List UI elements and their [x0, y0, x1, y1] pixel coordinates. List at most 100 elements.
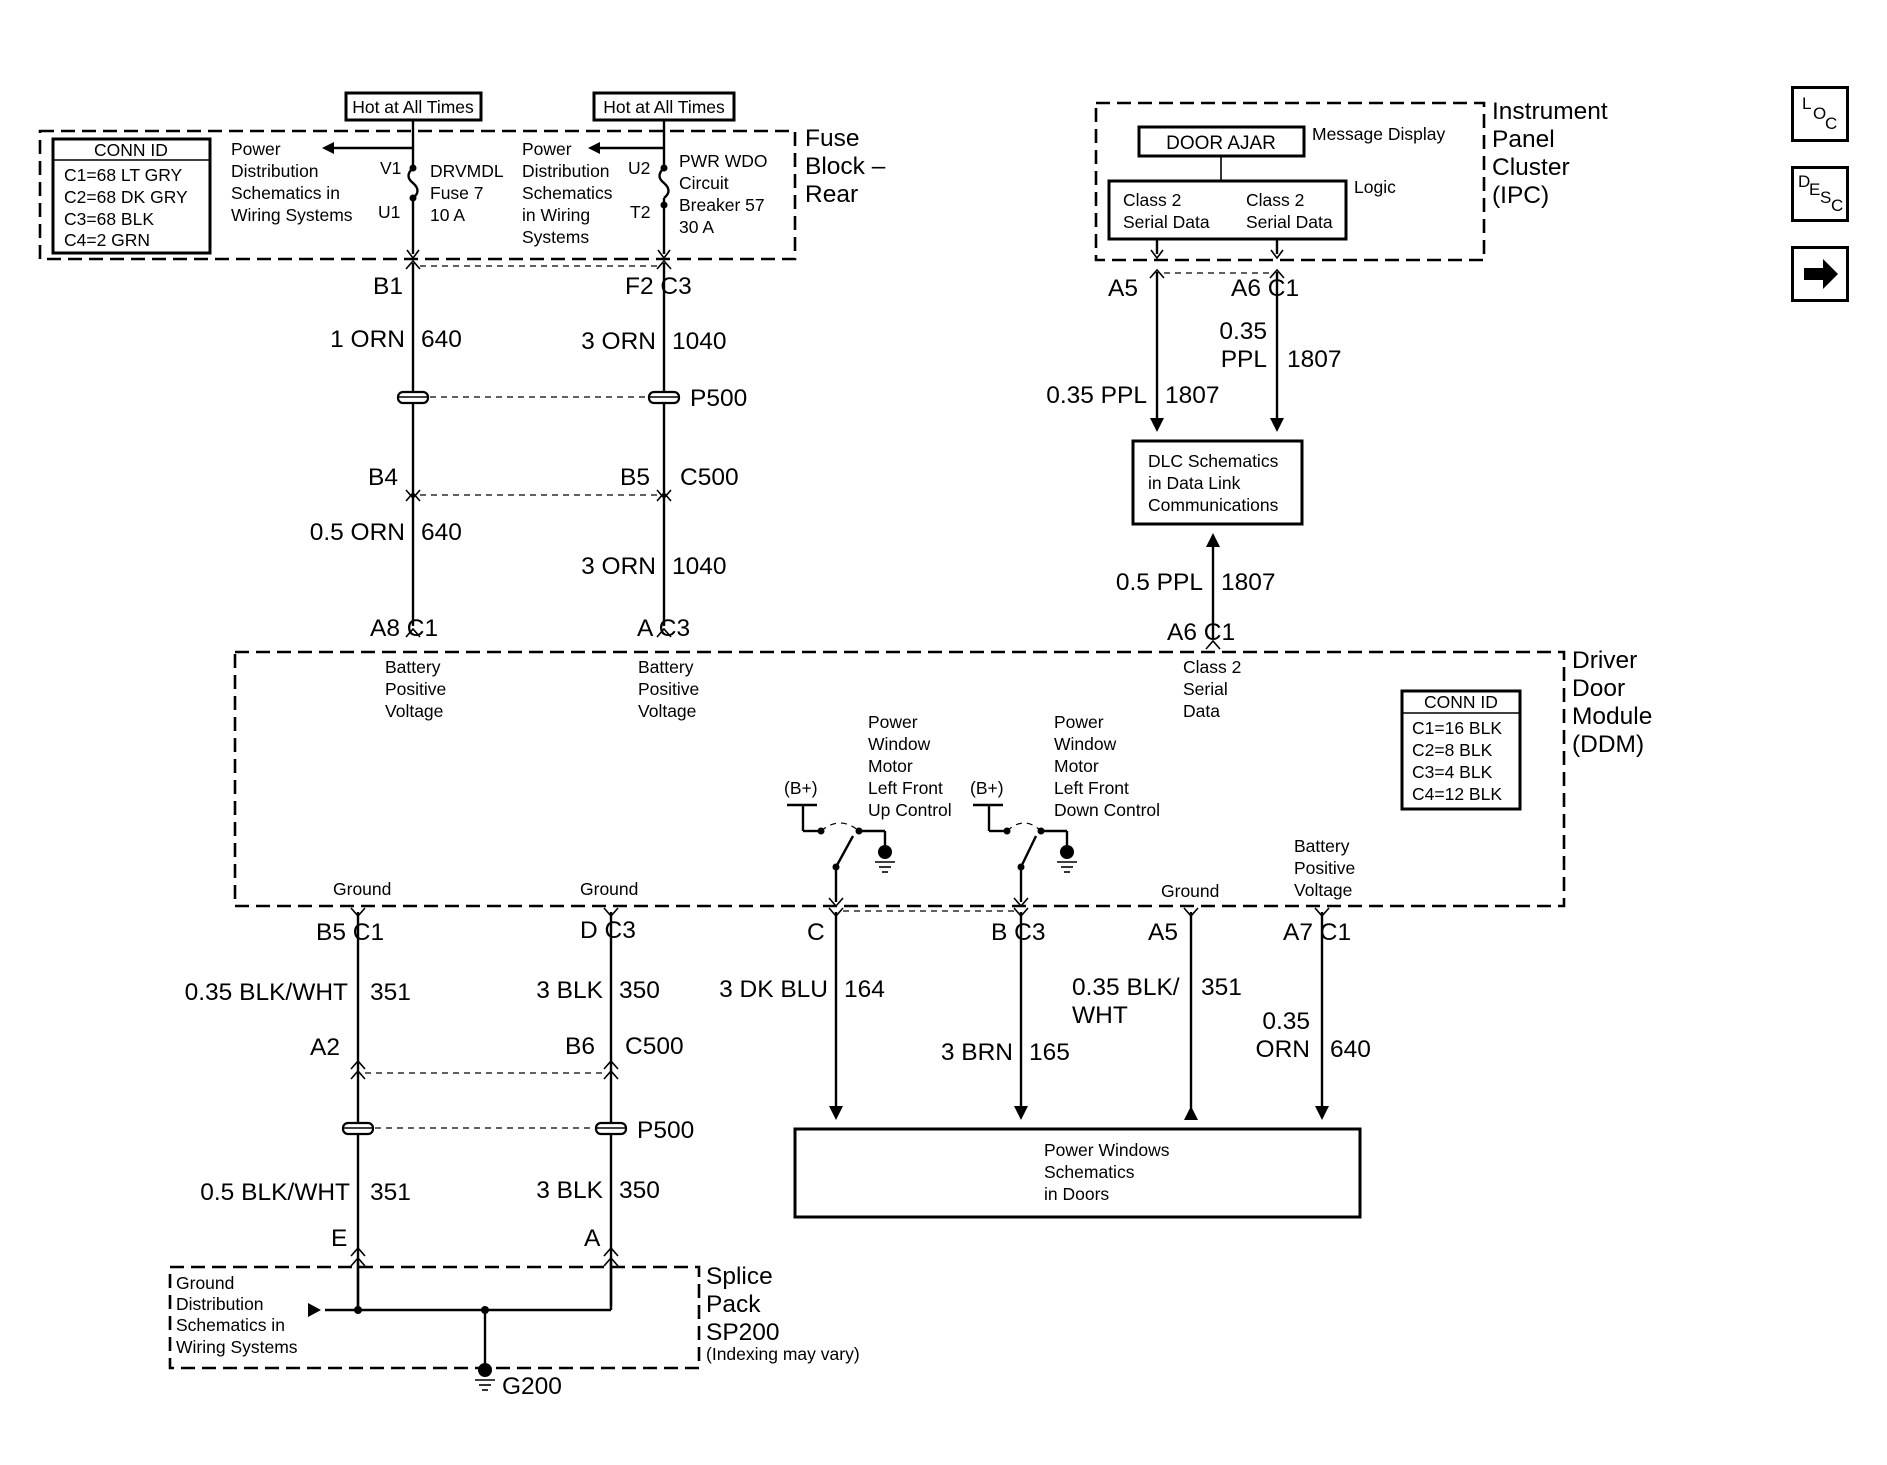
ddm-title: Driver Door Module (DDM): [1572, 647, 1652, 758]
svg-text:SP200: SP200: [706, 1319, 780, 1346]
svg-text:Data: Data: [1183, 701, 1220, 721]
power-distribution-ref-2: Power Distribution Schematics in Wiring …: [522, 139, 613, 247]
power-windows-text: Power Windows: [1044, 1140, 1170, 1160]
message-display-label: Message Display: [1312, 124, 1445, 144]
svg-text:Class 2: Class 2: [1183, 657, 1241, 677]
svg-text:Schematics: Schematics: [522, 183, 613, 203]
ground-label-2: Ground: [580, 879, 638, 899]
door-ajar-display: [1137, 125, 1306, 158]
svg-text:Serial Data: Serial Data: [1123, 212, 1210, 232]
breaker-57-desc: PWR WDO: [679, 151, 767, 171]
svg-text:Positive: Positive: [638, 679, 699, 699]
power-window-up-switch: (B+): [784, 778, 895, 908]
conn-id-row: C4=12 BLK: [1412, 784, 1502, 804]
loc-letter: C: [1825, 114, 1838, 133]
p500-connector-upper: P500: [396, 385, 747, 412]
ground-g200-icon: [475, 1363, 495, 1391]
circuit-number: 1807: [1165, 382, 1220, 409]
svg-text:Power: Power: [1054, 712, 1104, 732]
svg-text:Voltage: Voltage: [1294, 880, 1352, 900]
svg-text:Voltage: Voltage: [638, 701, 696, 721]
connector-b6: B6: [565, 1033, 595, 1060]
fuse-pin-v1: V1: [380, 158, 401, 178]
svg-text:Positive: Positive: [385, 679, 446, 699]
wire-color: 3 ORN: [581, 553, 656, 580]
circuit-number: 165: [1029, 1039, 1070, 1066]
conn-id-row: C2=68 DK GRY: [64, 187, 188, 207]
connector-b1: B1: [373, 273, 403, 300]
svg-text:Down Control: Down Control: [1054, 800, 1160, 820]
connector-e: E: [331, 1225, 347, 1252]
svg-text:Battery: Battery: [385, 657, 441, 677]
hot-at-all-times-box-2: [592, 91, 736, 122]
indexing-note: (Indexing may vary): [706, 1344, 860, 1364]
connector-a: A: [584, 1225, 601, 1252]
ground-distribution-ref: Ground Distribution Schematics in Wiring…: [176, 1273, 298, 1357]
wire-color: 0.5 ORN: [310, 519, 405, 546]
conn-id-row: C3=4 BLK: [1412, 762, 1493, 782]
battery-positive-voltage-3: Battery Positive Voltage: [1294, 836, 1355, 900]
class2-serial-data-ddm: Class 2 Serial Data: [1183, 657, 1241, 721]
fuse-7: V1 U1 DRVMDL Fuse 7 10 A: [322, 120, 504, 260]
loc-letter: L: [1802, 94, 1812, 113]
wire-color: ORN: [1256, 1036, 1310, 1063]
dlc-schematics-box[interactable]: [1131, 439, 1304, 526]
loc-button[interactable]: L O C: [1791, 86, 1849, 142]
wire-color: 0.5 PPL: [1116, 569, 1203, 596]
svg-text:Left Front: Left Front: [1054, 778, 1129, 798]
svg-text:30 A: 30 A: [679, 217, 714, 237]
circuit-number: 351: [370, 1179, 411, 1206]
desc-letter: D: [1798, 172, 1811, 191]
svg-text:Power: Power: [868, 712, 918, 732]
connector-c: C: [807, 919, 825, 946]
conn-id-row: C4=2 GRN: [64, 230, 150, 250]
svg-text:Window: Window: [1054, 734, 1117, 754]
right-arrow-icon: [1804, 259, 1838, 289]
power-windows-schematics-box[interactable]: [793, 1127, 1362, 1219]
fuse-pin-u1: U1: [378, 202, 400, 222]
svg-text:Voltage: Voltage: [385, 701, 443, 721]
wire-color: 3 BLK: [536, 1177, 603, 1204]
conn-id-title: CONN ID: [94, 140, 168, 160]
connector-b5-c1: B5 C1: [316, 919, 384, 946]
svg-text:(B+): (B+): [784, 778, 818, 798]
ddm-conn-id-box: [1400, 689, 1522, 811]
svg-text:Serial Data: Serial Data: [1246, 212, 1333, 232]
svg-text:(IPC): (IPC): [1492, 182, 1549, 209]
connector-a-c3: A C3: [637, 615, 690, 642]
svg-text:P500: P500: [637, 1117, 694, 1144]
svg-text:Up Control: Up Control: [868, 800, 952, 820]
svg-text:Power: Power: [231, 139, 281, 159]
conn-id-row: C1=68 LT GRY: [64, 165, 183, 185]
wire-gauge: 0.35: [1219, 318, 1267, 345]
conn-id-row: C2=8 BLK: [1412, 740, 1493, 760]
power-window-down-switch: (B+): [970, 778, 1077, 908]
connector-b-c3: B C3: [991, 919, 1045, 946]
svg-text:Door: Door: [1572, 675, 1625, 702]
wire-color: WHT: [1072, 1002, 1128, 1029]
connector-b4: B4: [368, 464, 398, 491]
connector-a6-c1: A6 C1: [1231, 275, 1299, 302]
circuit-number: 1807: [1287, 346, 1342, 373]
fuse-block-title: Fuse Block – Rear: [805, 125, 886, 208]
desc-letter: S: [1820, 188, 1832, 207]
circuit-breaker-57: U2 T2 PWR WDO Circuit Breaker 57 30 A: [588, 120, 767, 260]
svg-text:Left Front: Left Front: [868, 778, 943, 798]
svg-text:Schematics: Schematics: [1044, 1162, 1135, 1182]
breaker-pin-t2: T2: [630, 202, 650, 222]
logic-label: Logic: [1354, 177, 1396, 197]
svg-text:Wiring Systems: Wiring Systems: [231, 205, 353, 225]
splice-pack-title: Splice Pack SP200 (Indexing may vary): [706, 1263, 860, 1364]
svg-text:P500: P500: [690, 385, 747, 412]
next-page-button[interactable]: [1791, 246, 1849, 302]
svg-text:(B+): (B+): [970, 778, 1004, 798]
svg-text:Panel: Panel: [1492, 126, 1555, 153]
circuit-number: 164: [844, 976, 885, 1003]
loc-letter: O: [1813, 104, 1827, 123]
wire-color: PPL: [1221, 346, 1267, 373]
svg-text:Motor: Motor: [1054, 756, 1099, 776]
svg-text:Distribution: Distribution: [176, 1294, 264, 1314]
svg-text:Fuse 7: Fuse 7: [430, 183, 484, 203]
desc-button[interactable]: D E S C: [1791, 166, 1849, 222]
power-window-down-control-label: Power Window Motor Left Front Down Contr…: [1054, 712, 1160, 820]
